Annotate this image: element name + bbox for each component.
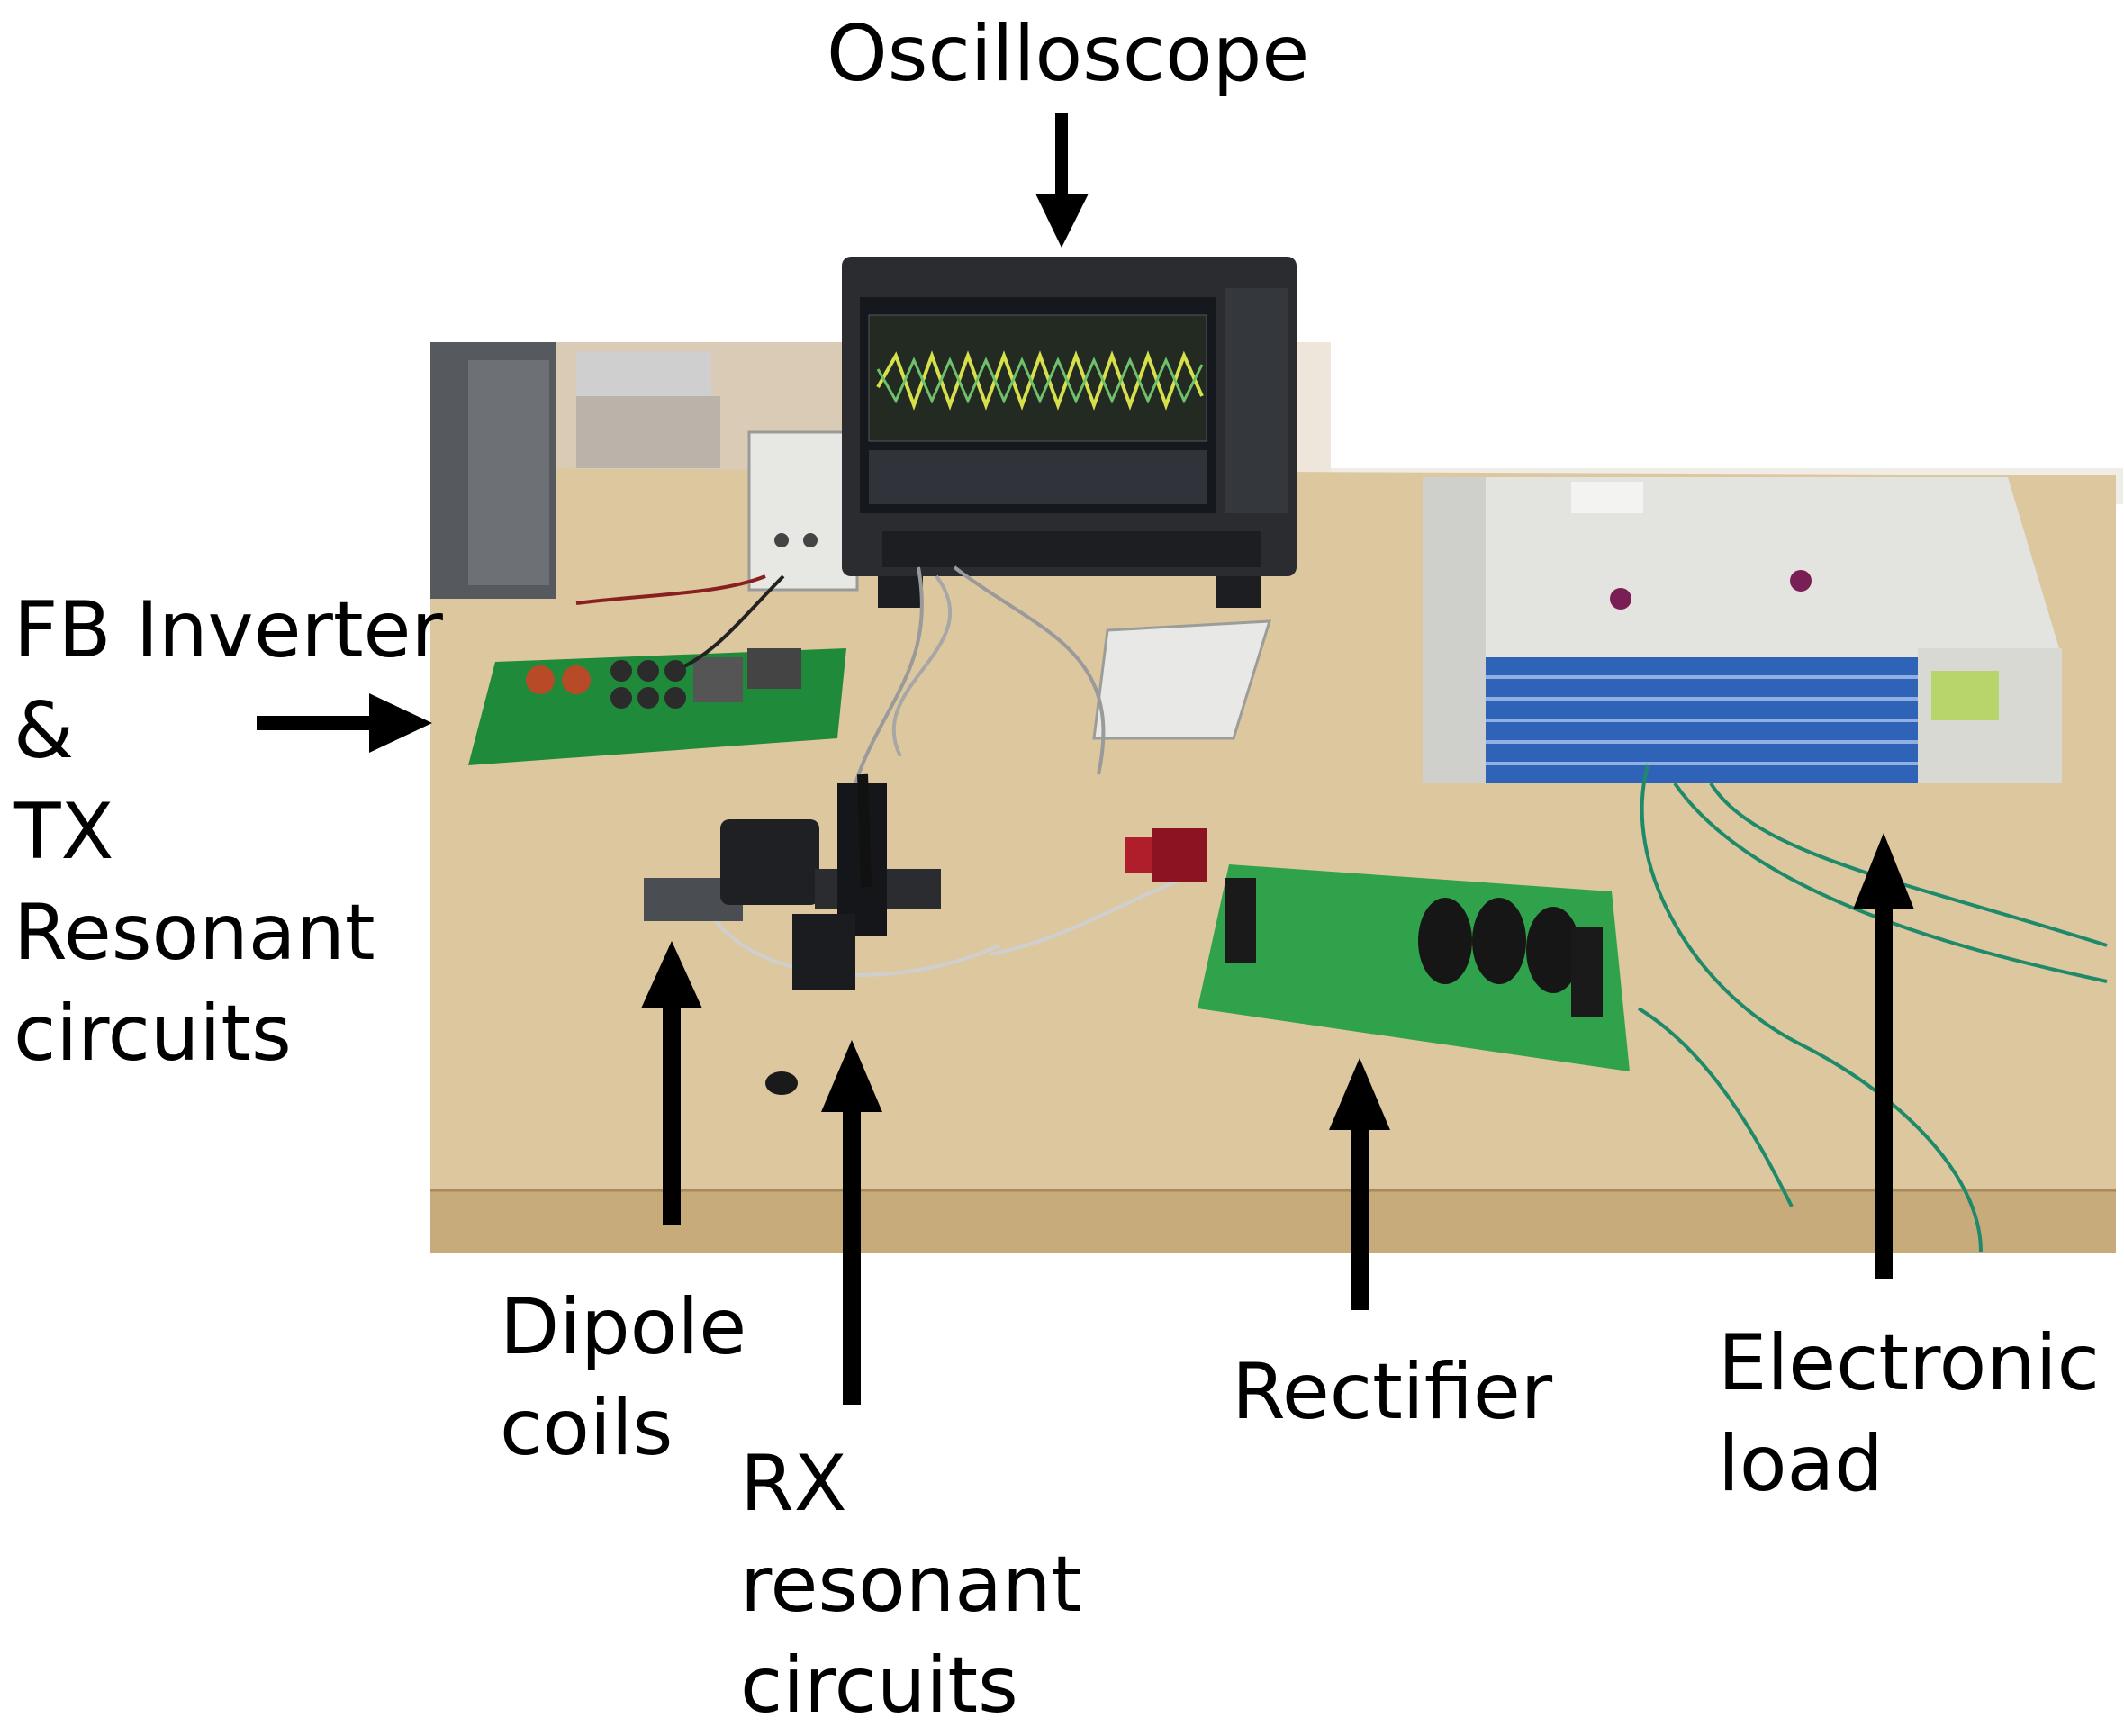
label-line: Rectifier	[1232, 1347, 1553, 1437]
label-line: Oscilloscope	[827, 9, 1310, 99]
arrow-rx-resonant	[821, 1040, 882, 1405]
label-line: circuits	[740, 1641, 1018, 1731]
label-electronic-load: Electronic load	[1718, 1313, 2100, 1514]
arrow-dipole-coils	[641, 941, 702, 1225]
label-line: FB Inverter	[14, 585, 443, 675]
label-line: RX	[740, 1439, 847, 1529]
label-line: Dipole	[500, 1282, 747, 1372]
label-line: circuits	[14, 989, 292, 1079]
annotation-arrows	[257, 113, 1914, 1405]
label-dipole-coils: Dipole coils	[500, 1277, 746, 1478]
label-line: load	[1718, 1419, 1884, 1509]
arrow-oscilloscope	[1035, 113, 1089, 248]
rectifier-board	[1198, 864, 1630, 1071]
electronic-load	[1423, 477, 2062, 783]
probe-interface-box	[747, 430, 859, 592]
label-line: &	[14, 686, 75, 776]
label-line: Electronic	[1718, 1318, 2100, 1408]
arrow-electronic-load	[1853, 833, 1914, 1279]
label-line: Resonant	[14, 888, 375, 978]
dipole-coils	[644, 773, 941, 990]
label-line: coils	[500, 1383, 673, 1473]
arrow-fb-inverter	[257, 693, 432, 753]
label-rx-resonant-circuits: RX resonant circuits	[740, 1433, 1081, 1736]
label-line: resonant	[740, 1540, 1082, 1630]
table-disk	[765, 1071, 798, 1095]
arrow-rectifier	[1329, 1058, 1390, 1310]
label-oscilloscope: Oscilloscope	[827, 4, 1309, 104]
label-line: TX	[14, 787, 114, 877]
oscilloscope	[842, 257, 1297, 608]
fb-inverter-board	[468, 648, 846, 765]
label-fb-inverter-tx-resonant: FB Inverter & TX Resonant circuits	[14, 580, 443, 1084]
power-supply	[430, 342, 556, 599]
red-probe-clip	[1125, 828, 1207, 882]
label-rectifier: Rectifier	[1232, 1342, 1552, 1442]
